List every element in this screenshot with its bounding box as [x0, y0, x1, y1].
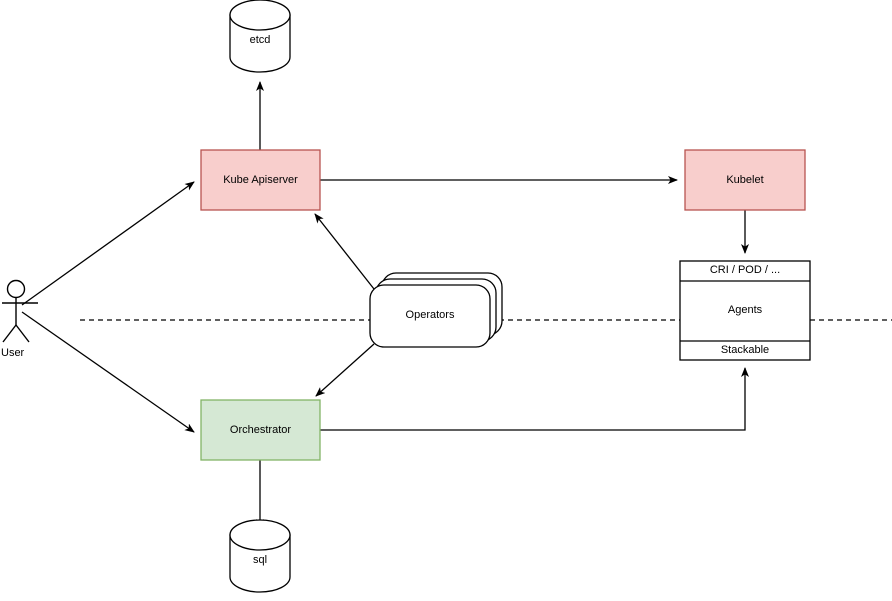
user-leg-right [15, 324, 30, 343]
node-operators[interactable] [369, 272, 503, 348]
edge-operators-to-apiserver [314, 213, 375, 290]
node-etcd[interactable] [229, 0, 291, 73]
node-user-actor[interactable] [2, 279, 38, 343]
edge-user-to-orchestrator [21, 311, 195, 433]
node-kubelet[interactable] [684, 149, 806, 211]
user-head-icon [6, 279, 26, 299]
edge-user-to-apiserver [21, 181, 195, 306]
edge-orchestrator-to-stackable [320, 367, 749, 431]
node-orchestrator[interactable] [200, 399, 321, 461]
node-sql[interactable] [229, 519, 291, 593]
edge-operators-to-orchestrator [315, 343, 375, 397]
user-leg-left [2, 324, 17, 343]
node-kube-apiserver[interactable] [200, 149, 321, 211]
node-agents[interactable] [679, 260, 811, 361]
operators-stack-layer-1 [369, 284, 491, 348]
